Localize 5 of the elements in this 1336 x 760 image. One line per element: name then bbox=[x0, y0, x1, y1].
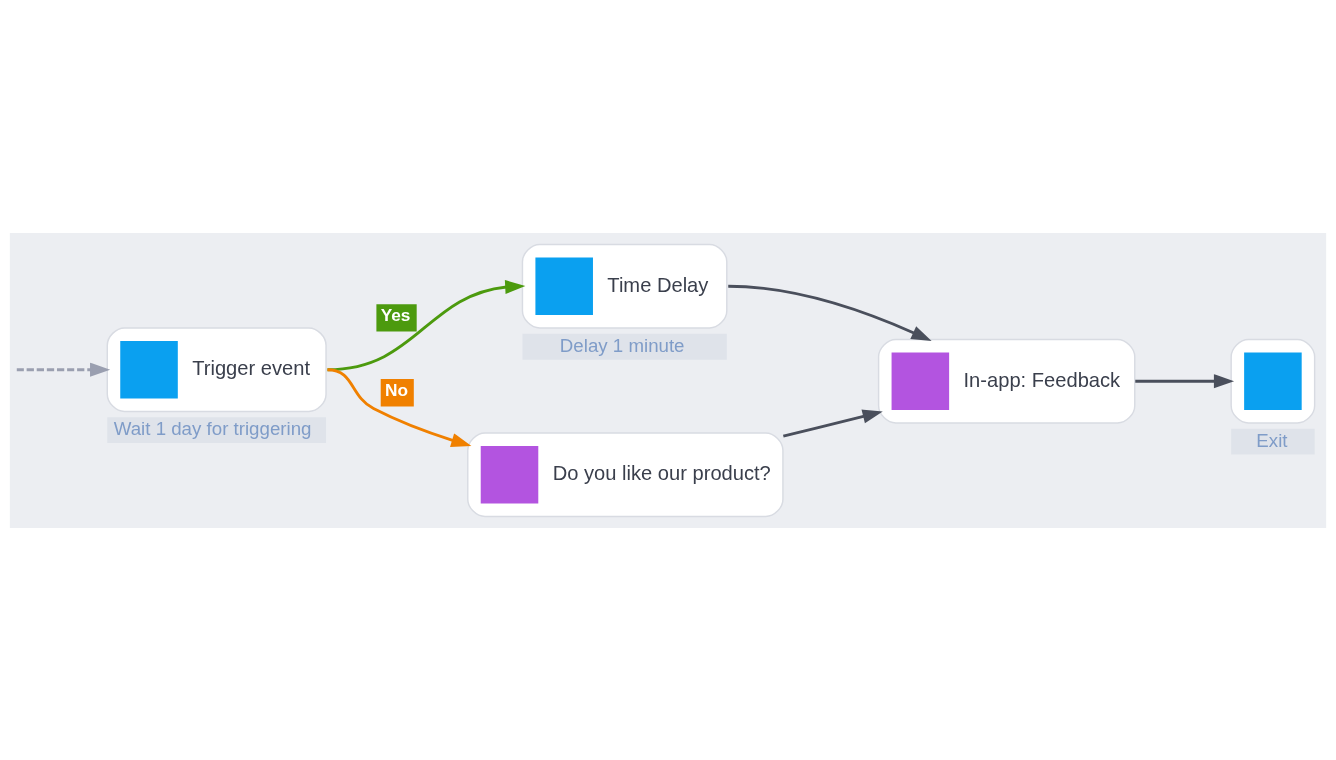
edge-label: No bbox=[385, 379, 409, 400]
node-label: Delay 1 minute bbox=[559, 334, 685, 356]
edge-label: Yes bbox=[380, 304, 411, 325]
node-label: Wait 1 day for triggering bbox=[113, 417, 312, 439]
node-label: Exit bbox=[1256, 429, 1288, 451]
